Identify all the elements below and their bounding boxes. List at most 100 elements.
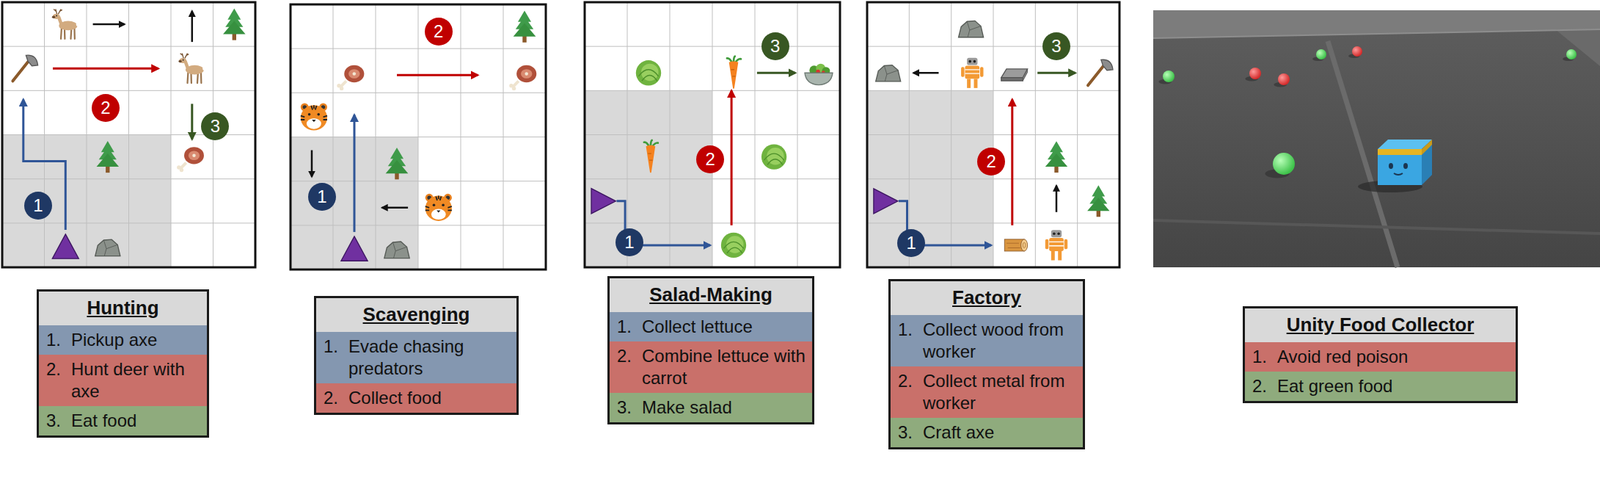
salad-icon: [804, 63, 833, 86]
agentup-icon: [341, 236, 368, 261]
grid-world: [867, 2, 1120, 268]
callout-number: 2: [977, 147, 1006, 176]
step-text: Hunt deer with axe: [71, 358, 202, 403]
path-arrow: [1010, 99, 1014, 225]
step-text: Craft axe: [922, 421, 1077, 444]
step-number: 2.: [616, 344, 642, 367]
subtask-row: 2.Collect food: [316, 382, 517, 413]
task-table: Unity Food Collector1.Avoid red poison2.…: [1242, 305, 1518, 403]
step-number: 2.: [46, 358, 72, 381]
subtask-row: 2.Eat green food: [1244, 371, 1516, 401]
subtask-row: 2.Collect metal from worker: [890, 366, 1083, 418]
rock-icon: [958, 20, 984, 37]
metal-icon: [1001, 68, 1028, 81]
path-arrow: [353, 114, 356, 232]
task-table: Hunting1.Pickup axe2.Hunt deer with axe3…: [36, 289, 210, 438]
deer-icon: [178, 53, 205, 83]
step-text: Avoid red poison: [1277, 345, 1510, 368]
subtask-row: 2.Combine lettuce with carrot: [609, 341, 813, 393]
tree-icon: [1045, 140, 1068, 173]
callout-number: 1: [897, 228, 926, 257]
tree-icon: [96, 140, 120, 173]
meat-icon: [509, 65, 537, 91]
agentright-icon: [873, 188, 898, 214]
path-arrow: [190, 103, 193, 139]
step-text: Collect lettuce: [641, 315, 807, 338]
step-number: 1.: [1252, 345, 1278, 368]
path-arrow: [1037, 71, 1076, 75]
callout-number: 3: [761, 32, 790, 61]
table-heading: Factory: [890, 280, 1083, 315]
step-text: Collect wood from worker: [922, 318, 1077, 363]
path-arrow: [311, 150, 314, 177]
step-number: 3.: [897, 421, 923, 444]
meat-icon: [336, 65, 364, 91]
path-arrow: [730, 90, 733, 225]
robot-icon: [1045, 229, 1068, 260]
table-heading: Salad-Making: [609, 278, 813, 312]
table-heading: Unity Food Collector: [1244, 308, 1516, 342]
callout-number: 2: [424, 17, 453, 46]
step-text: Eat food: [71, 409, 202, 432]
table-heading: Scavenging: [316, 297, 517, 332]
path-arrow: [382, 206, 408, 210]
unity-scene: [1153, 10, 1600, 268]
step-number: 2.: [323, 386, 349, 409]
path-arrow: [191, 11, 194, 42]
callout-number: 2: [696, 145, 725, 174]
step-number: 1.: [616, 315, 642, 338]
table-heading: Hunting: [38, 291, 207, 325]
path-arrow: [1055, 185, 1058, 213]
callout-number: 3: [201, 112, 229, 141]
subtask-row: 1.Collect lettuce: [609, 311, 813, 342]
step-number: 2.: [897, 369, 923, 392]
tiger-icon: [425, 193, 452, 221]
grid-world: [2, 2, 256, 268]
callout-number: 1: [615, 228, 644, 257]
step-text: Evade chasing predators: [348, 335, 511, 380]
deer-icon: [52, 8, 79, 39]
lettuce-icon: [636, 60, 661, 86]
step-text: Pickup axe: [71, 328, 202, 351]
grid-world: [290, 4, 546, 270]
agentright-icon: [591, 188, 616, 214]
rock-icon: [875, 65, 901, 82]
step-number: 1.: [46, 328, 72, 351]
task-table: Scavenging1.Evade chasing predators2.Col…: [313, 295, 519, 415]
axe-icon: [12, 55, 38, 81]
path-arrow: [23, 99, 67, 230]
step-number: 3.: [616, 396, 642, 419]
rock-icon: [384, 241, 410, 259]
callout-number: 1: [24, 191, 53, 220]
step-text: Collect metal from worker: [922, 369, 1077, 414]
path-arrow: [757, 71, 796, 75]
subtask-row: 3.Craft axe: [890, 417, 1083, 447]
robot-icon: [961, 57, 984, 89]
tiger-icon: [300, 102, 328, 130]
task-table: Factory1.Collect wood from worker2.Colle…: [888, 278, 1086, 449]
tree-icon: [513, 10, 537, 42]
task-table: Salad-Making1.Collect lettuce2.Combine l…: [607, 275, 815, 425]
subtask-row: 1.Evade chasing predators: [316, 331, 517, 383]
lettuce-icon: [721, 232, 747, 258]
path-arrow: [913, 71, 939, 75]
meat-icon: [176, 146, 204, 172]
tree-icon: [1087, 184, 1110, 217]
subtask-row: 1.Avoid red poison: [1244, 341, 1516, 372]
lettuce-icon: [761, 143, 787, 169]
carrot-icon: [644, 140, 659, 173]
subtask-row: 1.Collect wood from worker: [890, 314, 1083, 367]
subtask-row: 3.Make salad: [609, 392, 813, 422]
step-text: Combine lettuce with carrot: [641, 344, 807, 389]
path-arrow: [396, 74, 478, 77]
tree-icon: [223, 8, 246, 41]
subtask-row: 2.Hunt deer with axe: [38, 354, 207, 406]
step-number: 3.: [46, 409, 72, 432]
path-arrow: [52, 67, 159, 70]
carrot-icon: [727, 56, 741, 89]
rock-icon: [95, 239, 121, 256]
callout-number: 3: [1042, 32, 1071, 61]
subtask-row: 3.Eat food: [38, 405, 207, 436]
step-text: Collect food: [348, 386, 511, 409]
agentup-icon: [52, 234, 79, 259]
